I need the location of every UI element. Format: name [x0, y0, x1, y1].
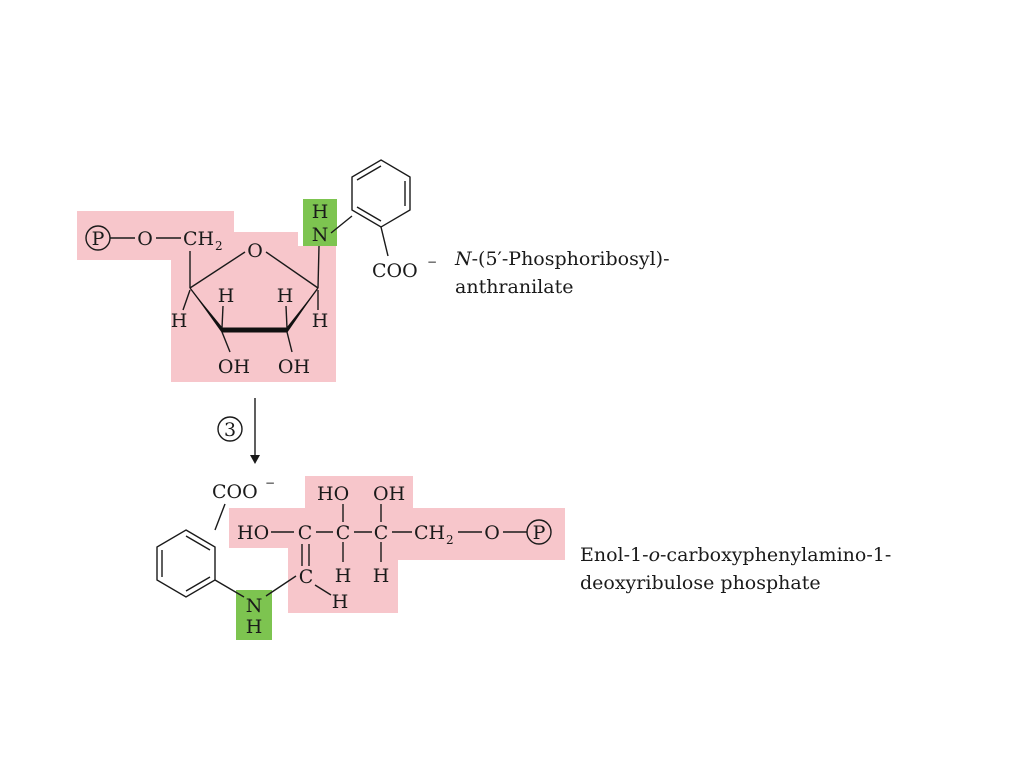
- c2-h-label: H: [335, 565, 352, 587]
- ribose-highlight: [77, 211, 336, 382]
- oh-top-label: HO: [317, 483, 349, 505]
- step-number: 3: [224, 419, 236, 441]
- bond: [380, 226, 389, 257]
- ch2-label: CH: [183, 228, 214, 250]
- reaction-step: 3: [217, 398, 260, 464]
- wedge-left: [190, 288, 222, 333]
- oh-top-label: OH: [373, 483, 405, 505]
- wedge-right: [287, 288, 318, 333]
- enol-ch-c-label: C: [299, 566, 314, 588]
- benzene-ring: [351, 159, 411, 228]
- bond: [314, 584, 332, 596]
- phosphate-circle-icon: [526, 519, 552, 545]
- bottom-molecule: COO − N H C H HO C C C CH 2 O P: [156, 476, 891, 640]
- bond: [265, 251, 319, 289]
- enol-ch-h-label: H: [332, 591, 349, 613]
- c3-label: C: [374, 522, 389, 544]
- bottom-amine-highlight: [236, 590, 272, 640]
- benzene-ring: [156, 529, 216, 598]
- ch2-subscript: 2: [215, 239, 223, 253]
- nh-h-label: H: [246, 616, 263, 638]
- charge-label: −: [265, 476, 275, 490]
- bond: [265, 575, 297, 597]
- phosphate-label: P: [92, 228, 105, 250]
- step-number-circle-icon: [217, 416, 243, 442]
- nh-n-label: N: [312, 224, 329, 246]
- ring-h-label: H: [171, 310, 188, 332]
- bond: [317, 245, 320, 289]
- bond: [214, 503, 226, 531]
- bond: [185, 576, 211, 592]
- bond: [356, 206, 382, 222]
- ring-h-label: H: [277, 285, 294, 307]
- bond: [214, 579, 245, 598]
- bottom-compound-name-line2: deoxyribulose phosphate: [580, 572, 821, 594]
- bond: [221, 331, 231, 353]
- arrow-head-icon: [250, 455, 260, 464]
- c3-h-label: H: [373, 565, 390, 587]
- top-compound-name-line1: N-(5′-Phosphoribosyl)-: [454, 248, 669, 270]
- nh-h-label: H: [312, 201, 329, 223]
- ch2-subscript: 2: [446, 533, 454, 547]
- c1-label: C: [298, 522, 313, 544]
- c2-label: C: [336, 522, 351, 544]
- ring-h-label: H: [218, 285, 235, 307]
- bond: [330, 215, 353, 234]
- oh-label: OH: [218, 356, 250, 378]
- phosphate-label: P: [533, 522, 546, 544]
- bond: [185, 535, 211, 551]
- bond: [285, 305, 288, 329]
- ho-left-label: HO: [237, 522, 269, 544]
- ring-h-label: H: [312, 310, 329, 332]
- bottom-compound-name-line1: Enol-1-o-carboxyphenylamino-1-: [580, 544, 891, 566]
- coo-label: COO: [212, 481, 258, 503]
- bond: [182, 289, 191, 311]
- bond: [356, 165, 382, 181]
- ch2-label: CH: [414, 522, 445, 544]
- top-compound-name-line2: anthranilate: [455, 276, 573, 298]
- bond: [286, 331, 293, 353]
- charge-label: −: [427, 255, 437, 269]
- oh-label: OH: [278, 356, 310, 378]
- top-amine-highlight: [303, 199, 337, 246]
- coo-label: COO: [372, 260, 418, 282]
- ribulose-highlight: [229, 476, 565, 613]
- nh-n-label: N: [246, 595, 263, 617]
- ring-oxygen-label: O: [247, 240, 263, 262]
- oxygen-label: O: [137, 228, 153, 250]
- bond: [189, 251, 246, 289]
- top-molecule: P O CH 2 O H H H H OH OH H N: [77, 159, 669, 382]
- o-link-label: O: [484, 522, 500, 544]
- bond: [221, 305, 224, 329]
